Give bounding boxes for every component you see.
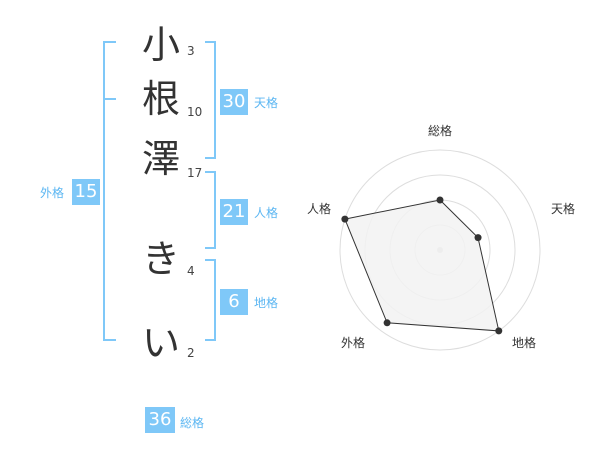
gaikaku-value: 15 xyxy=(72,179,100,205)
radar-label-jinkaku: 人格 xyxy=(307,202,332,216)
stroke-count-5: 2 xyxy=(187,346,195,360)
soukaku-value: 36 xyxy=(145,407,175,433)
stroke-count-2: 10 xyxy=(187,105,203,119)
soukaku-label: 総格 xyxy=(180,416,205,430)
radar-points xyxy=(341,196,503,335)
radar-chart xyxy=(339,149,541,351)
name-char-5: い xyxy=(141,321,180,365)
radar-point-3 xyxy=(383,319,391,327)
radar-point-4 xyxy=(341,215,349,223)
stroke-count-3: 17 xyxy=(187,166,203,180)
name-char-2: 根 xyxy=(141,77,180,121)
name-char-1: 小 xyxy=(141,23,180,67)
radar-point-0 xyxy=(436,196,444,204)
radar-shape xyxy=(344,199,500,332)
radar-label-chikaku: 地格 xyxy=(512,336,537,350)
stroke-count-4: 4 xyxy=(187,264,195,278)
radar-point-1 xyxy=(474,234,482,242)
jinkaku-value: 21 xyxy=(220,199,248,225)
stroke-count-1: 3 xyxy=(187,44,195,58)
tenkaku-value: 30 xyxy=(220,89,248,115)
name-char-4: き xyxy=(141,237,180,281)
name-char-3: 澤 xyxy=(141,137,180,181)
tenkaku-label: 天格 xyxy=(254,96,279,110)
radar-label-gaikaku: 外格 xyxy=(341,336,366,350)
radar-ring xyxy=(339,149,541,351)
jinkaku-label: 人格 xyxy=(254,206,279,220)
radar-label-soukaku: 総格 xyxy=(428,124,453,138)
radar-label-tenkaku: 天格 xyxy=(551,202,576,216)
gaikaku-label: 外格 xyxy=(40,186,65,200)
chikaku-value: 6 xyxy=(220,289,248,315)
radar-point-2 xyxy=(495,327,503,335)
chikaku-label: 地格 xyxy=(254,296,279,310)
